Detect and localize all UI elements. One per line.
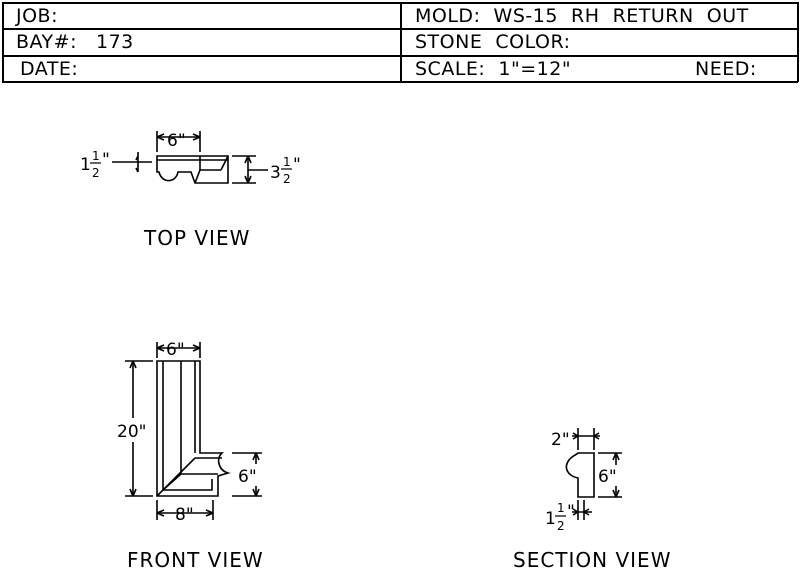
top-view-dim-arrows [156, 133, 201, 141]
section-view-top-arrows [572, 432, 600, 440]
top-view-width-dim: 6" [167, 131, 186, 151]
top-view-label: TOP VIEW [143, 226, 250, 250]
front-view-return-dim: 6" [238, 467, 257, 487]
top-view-bevel [194, 169, 201, 184]
front-view-bottom-arrows [156, 509, 214, 517]
bay-value: 173 [96, 31, 134, 53]
section-view-profile [565, 452, 595, 498]
section-view-bottom-arrows [572, 508, 590, 516]
front-view-return-arrows [252, 452, 260, 497]
title-block-column-divider [400, 2, 402, 82]
front-view-top-arrows [156, 344, 201, 352]
top-view-left-dim-den: 2 [92, 166, 100, 180]
front-view-inner-outer-line [162, 361, 213, 491]
front-view-miter-2 [156, 457, 196, 497]
section-view-bottom-dim-num: 1 [557, 501, 565, 515]
stone-color-label: STONE COLOR: [415, 31, 571, 53]
top-view-left-dim-whole: 1 [80, 155, 91, 175]
section-view-height-dim: 6" [598, 467, 617, 487]
job-label: JOB: [16, 5, 58, 27]
need-label: NEED: [695, 58, 757, 80]
front-view-height-arrows [129, 360, 137, 497]
bay-label: BAY#: [16, 31, 77, 53]
top-view-left-dim-inch: " [102, 150, 110, 170]
top-view-left-dim-num: 1 [92, 149, 100, 163]
top-view-right-dim-num: 1 [283, 155, 291, 169]
section-view-bottom-dim-inch: " [567, 502, 575, 522]
title-block: JOB: BAY#: 173 DATE: MOLD: WS-15 RH RETU… [2, 2, 799, 83]
section-view-bottom-dim-whole: 1 [545, 509, 556, 529]
front-view-bottom-dim: 8" [175, 505, 194, 525]
top-view-right-arrows [244, 155, 252, 184]
section-view-height-arrows [612, 452, 620, 498]
section-view-bottom-dim-den: 2 [557, 519, 565, 533]
mold-name: MOLD: WS-15 RH RETURN OUT [415, 5, 749, 27]
top-view-left-arrows [135, 155, 139, 173]
top-view-right-dim-inch: " [293, 155, 301, 175]
front-view [125, 342, 262, 520]
section-view-label: SECTION VIEW [513, 548, 671, 571]
title-block-border-right [797, 2, 799, 82]
front-view-label: FRONT VIEW [127, 548, 264, 571]
top-view-right-dim-whole: 3 [270, 163, 281, 183]
front-view-height-dim: 20" [117, 422, 146, 442]
top-view-bevel-2 [220, 155, 229, 171]
section-view [565, 428, 622, 520]
top-view [112, 131, 268, 184]
top-view-right-dim-den: 2 [283, 172, 291, 186]
front-view-top-dim: 6" [166, 340, 185, 360]
front-view-outline [156, 360, 231, 497]
top-view-outline [156, 155, 229, 184]
section-view-top-dim: 2" [551, 430, 570, 450]
date-label: DATE: [20, 58, 79, 80]
title-block-border-left [2, 2, 4, 82]
scale-label: SCALE: 1"=12" [415, 58, 572, 80]
